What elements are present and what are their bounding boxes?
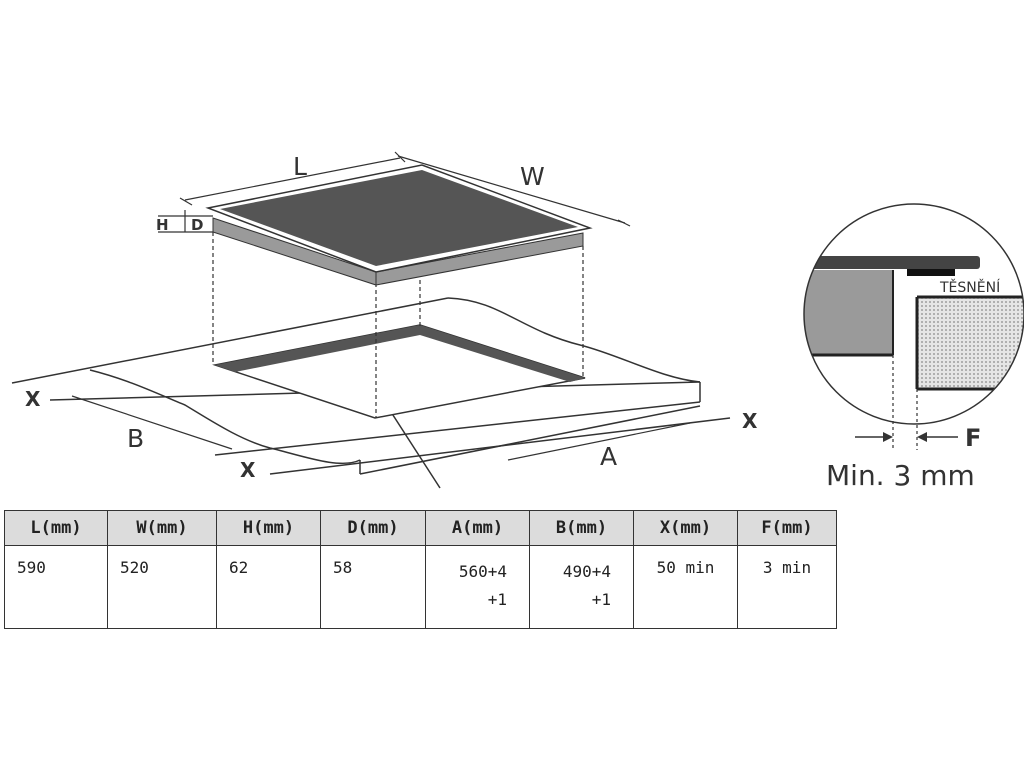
- hob-glass: [220, 170, 578, 266]
- cell-D: 58: [320, 545, 426, 629]
- cell-W: 520: [107, 545, 217, 629]
- cell-H: 62: [216, 545, 321, 629]
- label-H: H: [156, 216, 169, 234]
- cell-X: 50 min: [633, 545, 738, 629]
- header-D: D(mm): [320, 510, 426, 546]
- header-W: W(mm): [107, 510, 217, 546]
- label-min-gap: Min. 3 mm: [826, 459, 975, 492]
- projection-lines: [212, 232, 584, 418]
- detail-view: TĚSNĚNÍ F Min. 3 mm: [803, 203, 1024, 492]
- table-row: 590 520 62 58 560+4 +1 490+4 +1 50 min 3…: [4, 545, 837, 629]
- hob-side-right: [375, 232, 584, 286]
- cell-A-tolerance: +1: [487, 590, 507, 609]
- detail-countertop-left: [804, 270, 893, 355]
- header-H: H(mm): [216, 510, 321, 546]
- cell-A-main: 560+4: [458, 562, 507, 581]
- cell-A: 560+4 +1: [425, 545, 530, 629]
- header-B: B(mm): [529, 510, 634, 546]
- detail-glass-plate: [804, 256, 980, 269]
- label-A: A: [600, 442, 617, 471]
- label-X-left: X: [25, 387, 41, 411]
- label-X-right: X: [742, 409, 758, 433]
- detail-seal: [907, 269, 955, 276]
- dimension-lines: [71, 151, 691, 461]
- cell-B: 490+4 +1: [529, 545, 634, 629]
- label-X-bottom: X: [240, 458, 256, 482]
- cutout-wall-back: [215, 325, 420, 372]
- label-seal: TĚSNĚNÍ: [939, 279, 1000, 296]
- cell-B-main: 490+4: [562, 562, 611, 581]
- header-A: A(mm): [425, 510, 530, 546]
- cell-L: 590: [4, 545, 108, 629]
- table-header-row: L(mm) W(mm) H(mm) D(mm) A(mm) B(mm) X(mm…: [4, 510, 837, 546]
- header-L: L(mm): [4, 510, 108, 546]
- installation-diagram: L W H D B A X X X TĚSNĚNÍ F Min. 3 mm: [11, 151, 1024, 492]
- cutout-wall-right: [420, 325, 585, 382]
- label-W: W: [520, 162, 545, 191]
- label-B: B: [127, 424, 144, 453]
- label-D: D: [191, 216, 203, 234]
- label-L: L: [293, 152, 307, 181]
- cell-B-tolerance: +1: [591, 590, 611, 609]
- label-F: F: [965, 424, 981, 452]
- dimensions-table: L(mm) W(mm) H(mm) D(mm) A(mm) B(mm) X(mm…: [4, 510, 837, 629]
- cell-F: 3 min: [737, 545, 837, 629]
- detail-countertop-right: [917, 297, 1024, 389]
- header-F: F(mm): [737, 510, 837, 546]
- header-X: X(mm): [633, 510, 738, 546]
